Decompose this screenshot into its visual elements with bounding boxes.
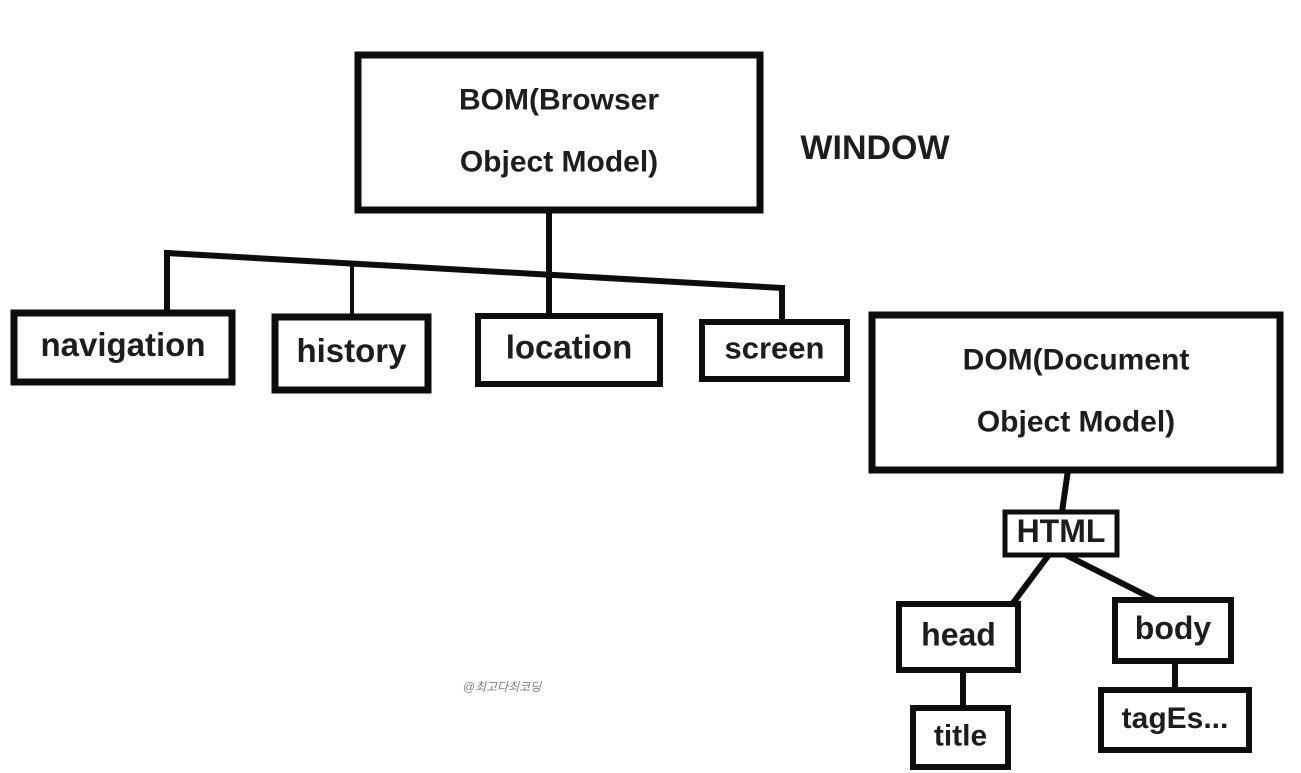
node-body-box <box>1112 597 1234 664</box>
node-html-box <box>1002 509 1120 558</box>
node-location[interactable]: location <box>475 313 663 387</box>
node-history-box <box>271 313 432 394</box>
free-labels-layer: WINDOW <box>800 129 950 167</box>
node-head[interactable]: head <box>896 601 1021 673</box>
node-dom-box <box>868 311 1284 474</box>
node-screen-box <box>699 319 850 382</box>
node-body-label-0: body <box>1135 610 1212 646</box>
node-head-box <box>896 601 1021 673</box>
node-title[interactable]: title <box>910 705 1011 770</box>
node-screen-label-0: screen <box>725 331 825 366</box>
node-history[interactable]: history <box>271 313 432 394</box>
node-tages[interactable]: tagEs... <box>1098 687 1252 753</box>
node-html-label-0: HTML <box>1017 513 1106 549</box>
node-navigation-label-0: navigation <box>40 326 205 363</box>
node-bom-label-1: Object Model) <box>460 145 658 178</box>
node-tages-box <box>1098 687 1252 753</box>
edge-html-head <box>1005 551 1053 612</box>
edge-bom-bus <box>163 249 786 292</box>
edges-layer <box>163 207 1178 713</box>
node-html[interactable]: HTML <box>1002 509 1120 558</box>
node-bom-label-0: BOM(Browser <box>459 83 659 116</box>
node-dom-label-1: Object Model) <box>977 405 1175 438</box>
window-label: WINDOW <box>800 129 950 167</box>
node-navigation[interactable]: navigation <box>10 309 236 386</box>
node-navigation-box <box>10 309 236 386</box>
node-body[interactable]: body <box>1112 597 1234 664</box>
node-bom-box <box>354 51 764 214</box>
node-title-box <box>910 705 1011 770</box>
node-head-label-0: head <box>921 616 996 652</box>
edge-html-body <box>1063 551 1170 610</box>
node-screen[interactable]: screen <box>699 319 850 382</box>
node-tages-label-0: tagEs... <box>1122 702 1229 735</box>
node-location-label-0: location <box>506 329 633 366</box>
node-location-box <box>475 313 663 387</box>
watermark: @최고다최코딩 <box>463 680 542 694</box>
node-title-label-0: title <box>934 719 987 752</box>
node-history-label-0: history <box>296 332 407 369</box>
node-dom-label-0: DOM(Document <box>963 343 1190 376</box>
